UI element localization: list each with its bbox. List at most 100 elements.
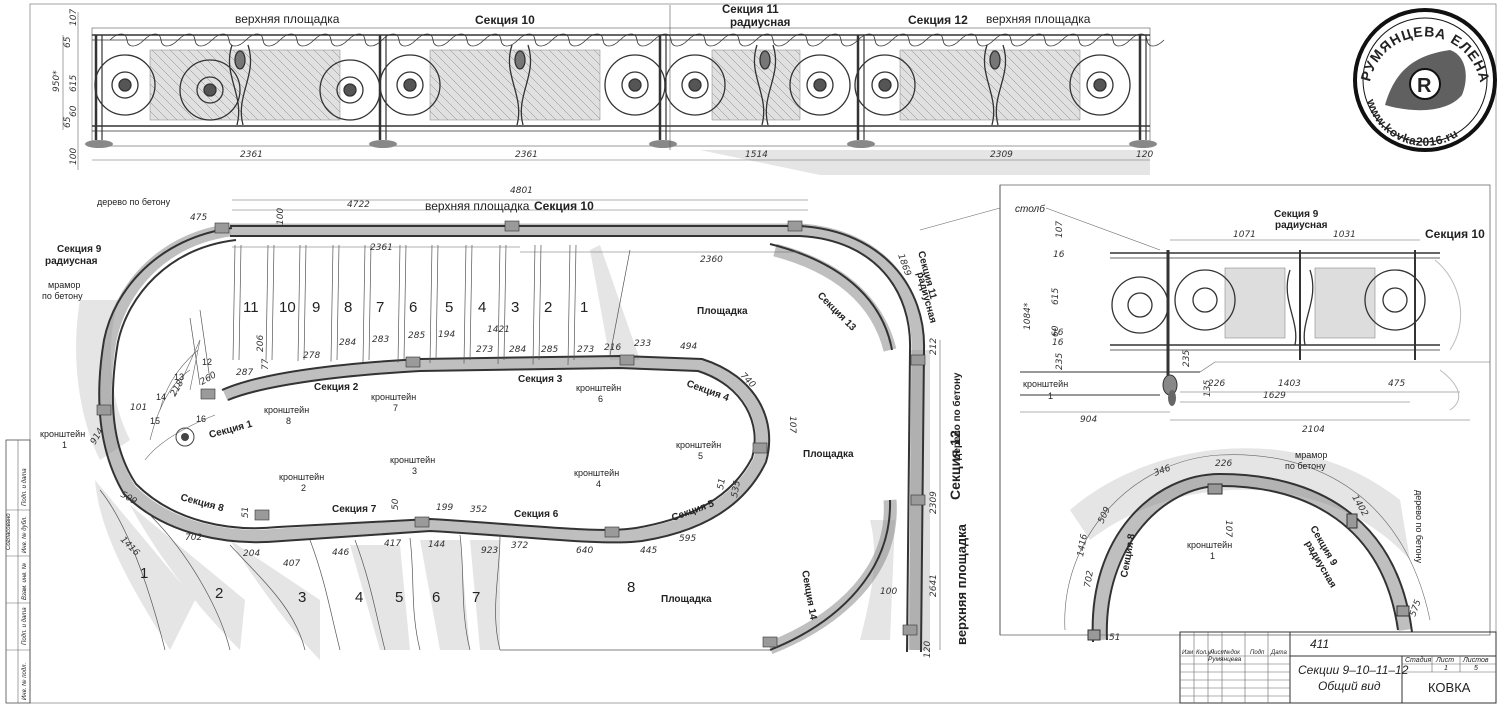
stamp-col-sheets: Листов xyxy=(1462,657,1489,664)
lower-dim-13: 923 xyxy=(481,546,498,556)
lower-dim-3: 702 xyxy=(185,533,202,543)
plan-section-label-11: Секция 12 xyxy=(947,430,963,500)
plan-section-label-13: Секция 14 xyxy=(799,570,819,621)
upper-dim-17: 287 xyxy=(236,368,253,378)
upper-step-5: 5 xyxy=(445,299,453,316)
stamp-col-stage: Стадия xyxy=(1405,656,1431,664)
upper-dim-13: 216 xyxy=(604,343,621,353)
bracket-label-num-8: 8 xyxy=(286,416,291,426)
plan-dim-2360: 2360 xyxy=(700,255,723,265)
upper-dim-9: 273 xyxy=(476,345,493,355)
detail-title-section-9: Секция 9 xyxy=(1274,209,1319,220)
lower-dim-4: 51 xyxy=(241,507,251,518)
plan-dim-4722: 4722 xyxy=(347,200,370,210)
bracket-label-num-3: 3 xyxy=(412,466,417,476)
lower-dim-10: 50 xyxy=(391,498,401,510)
detail-plan-label-7: кронштейн xyxy=(1187,540,1232,550)
stamp-number: 411 xyxy=(1310,637,1329,651)
upper-step-2: 2 xyxy=(544,299,552,316)
plan-section-label-7: Секция 7 xyxy=(332,504,377,515)
lower-dim-6: 407 xyxy=(283,559,300,569)
label-upper-area-left: верхняя площадка xyxy=(235,12,340,26)
upper-step-1: 1 xyxy=(580,299,588,316)
label-section-11: Секция 11 xyxy=(722,4,779,16)
lower-step-2: 2 xyxy=(215,585,223,602)
upper-step-9: 9 xyxy=(312,299,320,316)
upper-dim-11: 285 xyxy=(541,345,558,355)
detail-plan-label-3: дерево по бетону xyxy=(1414,490,1424,564)
detail-dim-12: 226 xyxy=(1208,379,1225,389)
upper-dim-18: 260 xyxy=(199,370,219,387)
upper-step-10: 10 xyxy=(279,299,296,316)
lower-step-5: 5 xyxy=(395,589,403,606)
detail-title-section-10: Секция 10 xyxy=(1425,227,1485,241)
detail-dim-10: 235 xyxy=(1055,353,1065,370)
upper-step-6: 6 xyxy=(409,299,417,316)
bracket-label-word-5: кронштейн xyxy=(676,440,721,450)
lower-dim-14: 372 xyxy=(511,541,528,551)
lower-dim-16: 445 xyxy=(640,546,657,556)
side-field-1: Инв. № подл. xyxy=(21,663,28,700)
detail-dim-6: 615 xyxy=(1051,288,1061,305)
plan-area-label-5: дерево по бетону xyxy=(951,372,963,460)
plan-section-9: Секция 9 xyxy=(57,244,102,255)
plan-section-label-1: Секция 1 xyxy=(208,419,254,441)
stamp-sheets-value: 5 xyxy=(1474,665,1478,672)
lower-step-4: 4 xyxy=(355,589,363,606)
bracket-label-word-7: кронштейн xyxy=(371,392,416,402)
right-dim-3: 2641 xyxy=(929,574,939,597)
detail-dim-9: 16 xyxy=(1052,338,1064,348)
right-dim-5: 120 xyxy=(923,641,933,658)
upper-step-8: 8 xyxy=(344,299,352,316)
stamp-header-2: Кол.уч xyxy=(1196,650,1214,656)
dim-left-6: 65 xyxy=(63,116,73,128)
detail-elevation: Секция 9 радиусная Секция 10 столб xyxy=(919,184,1491,636)
upper-dim-12: 273 xyxy=(577,345,594,355)
detail-dim-2: 1031 xyxy=(1333,230,1356,240)
label-section-12: Секция 12 xyxy=(908,13,968,27)
plan-marble: мрамор xyxy=(48,280,80,290)
detail-dim-15: 475 xyxy=(1388,379,1405,389)
stamp-header-5: Подп xyxy=(1250,650,1265,656)
detail-plan-dim-5: 107 xyxy=(1223,520,1233,537)
detail-plan-label-1: мрамор xyxy=(1295,450,1327,460)
detail-bracket-word: кронштейн xyxy=(1023,379,1068,389)
upper-dim-3: 278 xyxy=(303,351,320,361)
plan-section-label-12: Секция 13 xyxy=(815,290,858,333)
detail-plan-dim-2: 226 xyxy=(1215,459,1232,469)
logo-stamp: РУМЯНЦЕВА ЕЛЕНА www.kovka2016.ru R xyxy=(1353,8,1497,152)
lower-dim-7: 446 xyxy=(332,548,349,558)
plan-dim-2361: 2361 xyxy=(370,243,393,253)
small-step-16: 16 xyxy=(196,414,206,424)
upper-dim-15: 494 xyxy=(680,342,697,352)
upper-dim-2: 77 xyxy=(261,358,271,370)
upper-dim-4: 284 xyxy=(339,338,356,348)
dim-left-5: 60 xyxy=(69,105,79,117)
detail-title-radial: радиусная xyxy=(1275,220,1328,231)
dim-bottom-4: 2309 xyxy=(990,150,1013,160)
bracket-label-word-8: кронштейн xyxy=(264,405,309,415)
dim-left-1: 107 xyxy=(69,9,79,26)
stamp-header-3: Лист xyxy=(1209,650,1225,656)
plan-dim-475: 475 xyxy=(190,213,207,223)
detail-plan-label-2: по бетону xyxy=(1285,461,1326,471)
lower-step-7: 7 xyxy=(472,589,480,606)
plan-area-label-2: Площадка xyxy=(803,449,854,460)
bracket-label-word-4: кронштейн xyxy=(574,468,619,478)
upper-step-11: 11 xyxy=(243,299,259,316)
dim-left-7: 100 xyxy=(69,148,79,165)
detail-dim-11: 235 xyxy=(1182,350,1192,367)
lower-dim-19: 535 xyxy=(730,480,743,499)
stamp-author: Румянцева xyxy=(1208,656,1242,663)
plan-upper-area: верхняя площадка xyxy=(425,199,530,213)
detail-plan-dim-8: 51 xyxy=(1109,633,1120,643)
label-upper-area-right: верхняя площадка xyxy=(986,12,1091,26)
label-section-11-radial: радиусная xyxy=(730,17,790,29)
plan-section-label-3: Секция 3 xyxy=(518,374,563,385)
stamp-header-4: №док xyxy=(1224,649,1241,656)
lower-dim-15: 640 xyxy=(576,546,593,556)
detail-dim-1: 1071 xyxy=(1233,230,1256,240)
lower-step-3: 3 xyxy=(298,589,306,606)
plan-section-label-6: Секция 6 xyxy=(514,509,559,520)
